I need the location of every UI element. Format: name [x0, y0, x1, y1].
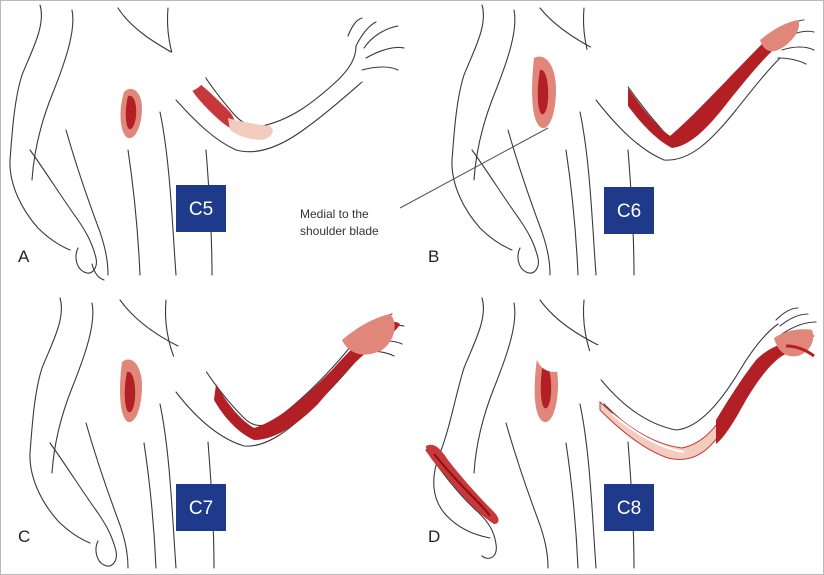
dermatome-c7 [120, 314, 400, 440]
root-badge-c6 [604, 187, 654, 234]
dermatome-c8 [426, 329, 815, 524]
back-figure-c [29, 297, 179, 569]
panel-d: C8 D [425, 297, 817, 569]
root-badge-c5 [176, 185, 226, 232]
root-label-c8: C8 [617, 498, 641, 519]
panel-b: C6 B Medial to the shoulder blade [300, 4, 815, 276]
root-label-c5: C5 [189, 199, 213, 220]
dermatome-c5 [120, 78, 273, 140]
panel-letter-b: B [428, 247, 439, 266]
panel-letter-c: C [18, 527, 30, 546]
panel-letter-d: D [428, 527, 440, 546]
annotation-line-1: Medial to the [300, 207, 369, 221]
annotation-line-2: shoulder blade [300, 224, 379, 238]
root-label-c6: C6 [617, 201, 641, 222]
panel-letter-a: A [18, 247, 30, 266]
annotation-leader-line [399, 127, 549, 209]
panel-a: C5 A [9, 4, 405, 281]
root-badge-c8 [604, 484, 654, 531]
dermatome-c6 [532, 20, 800, 148]
root-label-c7: C7 [189, 498, 213, 519]
root-badge-c7 [176, 484, 226, 531]
panel-c: C7 C [18, 297, 405, 569]
back-figure-b [451, 4, 601, 276]
